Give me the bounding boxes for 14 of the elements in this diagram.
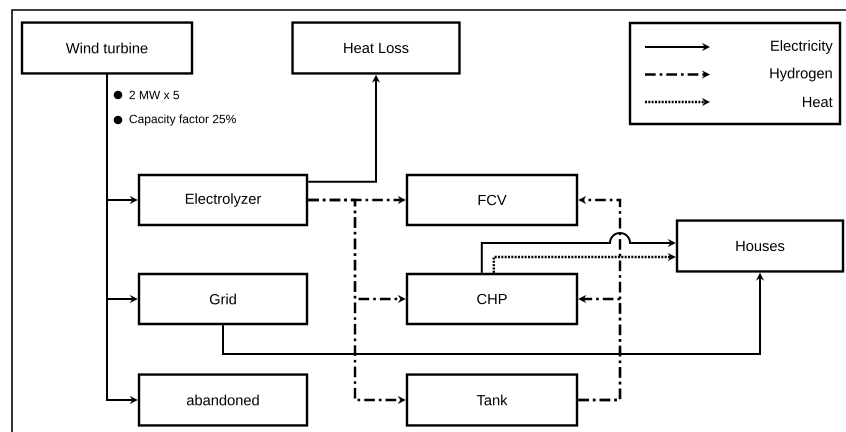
legend-label: Electricity — [771, 40, 833, 54]
process-box: CHP — [406, 272, 578, 326]
process-box: Grid — [138, 272, 308, 326]
process-box: Tank — [406, 373, 578, 427]
bullet-item: Capacity factor 25% — [114, 114, 236, 126]
process-box: FCV — [406, 174, 578, 226]
process-box: Houses — [676, 219, 844, 273]
process-box: abandoned — [138, 373, 308, 427]
legend-label: Heat — [802, 96, 833, 108]
process-box: Electrolyzer — [138, 174, 308, 226]
process-box: Wind turbine — [20, 21, 194, 75]
legend-label: Hydrogen — [770, 68, 832, 82]
process-box: Heat Loss — [291, 21, 461, 75]
bullet-item: 2 MW x 5 — [114, 90, 180, 100]
